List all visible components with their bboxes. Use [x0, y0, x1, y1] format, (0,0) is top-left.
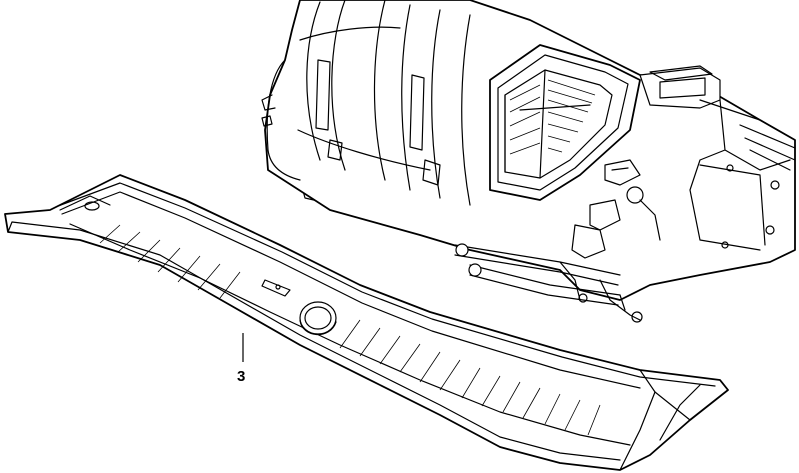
- callout-3: 3: [237, 333, 245, 385]
- heater-blower-assembly: [261, 0, 796, 323]
- callout-label: 3: [237, 368, 245, 385]
- cowl-panel-cover: [4, 174, 729, 471]
